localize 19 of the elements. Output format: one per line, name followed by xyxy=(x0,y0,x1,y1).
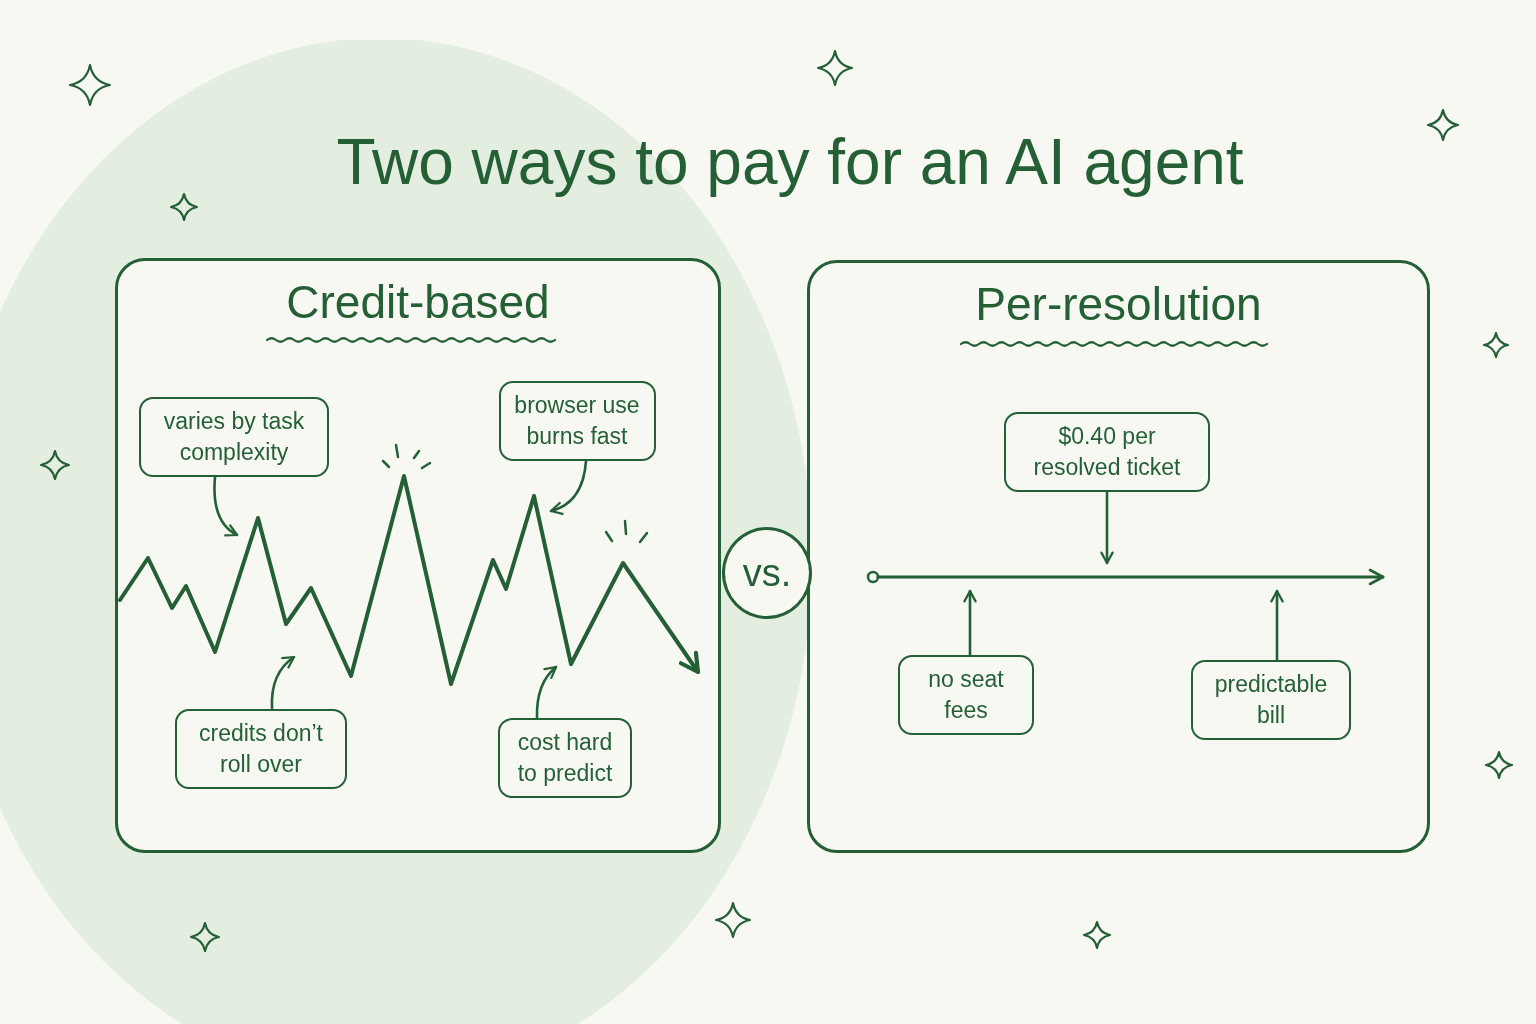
arrow xyxy=(1100,490,1114,565)
callout-box: cost hard to predict xyxy=(498,718,632,799)
arrow xyxy=(213,475,239,537)
panel-heading: Per-resolution xyxy=(975,277,1262,332)
arrow xyxy=(270,655,296,711)
arrow xyxy=(549,459,588,515)
arrow xyxy=(963,589,977,657)
callout-box: no seat fees xyxy=(898,655,1034,736)
arrow xyxy=(1270,589,1284,662)
title: Two ways to pay for an AI agent xyxy=(336,126,1244,200)
panel xyxy=(115,258,721,853)
callout-box: browser use burns fast xyxy=(498,381,656,462)
panel-heading: Credit-based xyxy=(286,275,550,330)
arrow xyxy=(535,665,558,720)
panel xyxy=(807,260,1430,853)
callout-box: varies by task complexity xyxy=(139,397,329,478)
callout-box: $0.40 per resolved ticket xyxy=(1004,412,1210,493)
callout-box: predictable bill xyxy=(1191,660,1351,741)
callout-box: credits don’t roll over xyxy=(175,709,347,790)
